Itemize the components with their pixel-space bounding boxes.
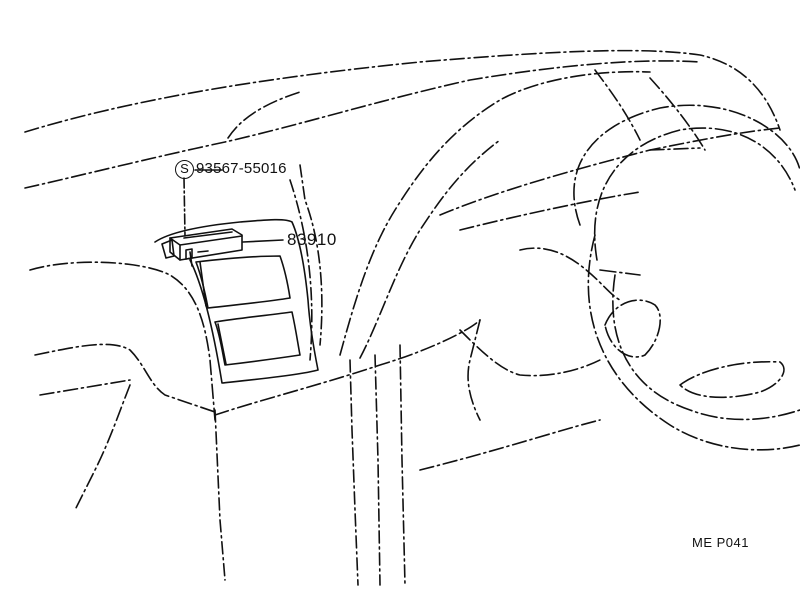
part-number-unit: 83910	[287, 230, 337, 249]
steering-wheel	[573, 104, 800, 451]
dashboard-outline	[24, 49, 781, 511]
part-83910-unit	[161, 228, 243, 267]
figure-code: ME P041	[692, 535, 749, 550]
part-number-bolt: 93567-55016	[196, 160, 287, 177]
console-lines	[214, 164, 406, 586]
symbol-s-callout: S	[175, 160, 194, 179]
leader-lines	[183, 169, 284, 243]
switch-panel	[154, 218, 319, 384]
